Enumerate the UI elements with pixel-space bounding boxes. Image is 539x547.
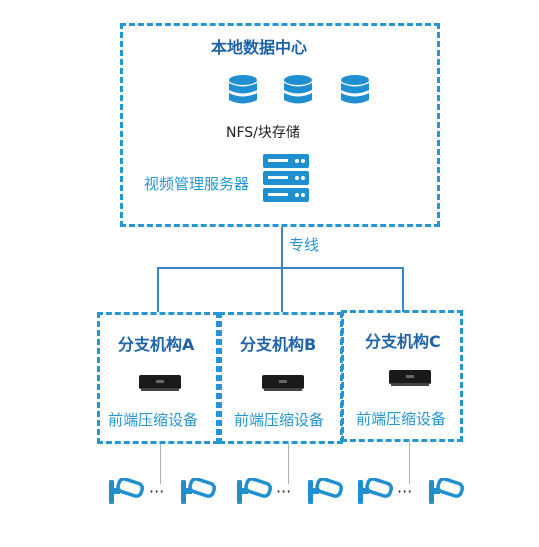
branch-title-a: 分支机构A: [118, 335, 195, 354]
compression-device-icon: [139, 375, 181, 391]
device-label-c: 前端压缩设备: [356, 410, 447, 428]
datacenter-title: 本地数据中心: [211, 38, 308, 57]
camera-icon: [237, 478, 272, 504]
database-icon: [229, 75, 257, 104]
camera-line-a: [160, 444, 161, 484]
device-label-a: 前端压缩设备: [108, 411, 199, 429]
server-label: 视频管理服务器: [144, 175, 250, 193]
camera-icon: [109, 478, 144, 504]
camera-icon: [429, 478, 464, 504]
datacenter-box: [120, 23, 440, 227]
branch-title-b: 分支机构B: [240, 335, 317, 354]
server-rack-icon: [263, 154, 309, 202]
database-icon: [341, 75, 369, 104]
link-label: 专线: [289, 236, 320, 254]
trunk-line: [281, 227, 283, 268]
camera-icon: [358, 478, 393, 504]
database-icon: [284, 75, 312, 104]
branch-title-c: 分支机构C: [365, 332, 441, 351]
compression-device-icon: [262, 375, 304, 391]
camera-icon: [308, 478, 343, 504]
compression-device-icon: [389, 370, 431, 386]
branch-box-c: [341, 310, 463, 442]
camera-line-b: [288, 444, 289, 484]
camera-icon: [181, 478, 216, 504]
storage-label: NFS/块存储: [226, 125, 300, 141]
branch-c-line: [402, 267, 404, 312]
camera-ellipsis-c: ···: [397, 482, 413, 501]
camera-line-c: [409, 442, 410, 484]
branch-b-line: [281, 267, 283, 312]
branch-box-a: [97, 312, 219, 444]
camera-ellipsis-a: ···: [149, 482, 165, 501]
branch-a-line: [157, 267, 159, 312]
camera-ellipsis-b: ···: [276, 482, 292, 501]
device-label-b: 前端压缩设备: [234, 411, 325, 429]
